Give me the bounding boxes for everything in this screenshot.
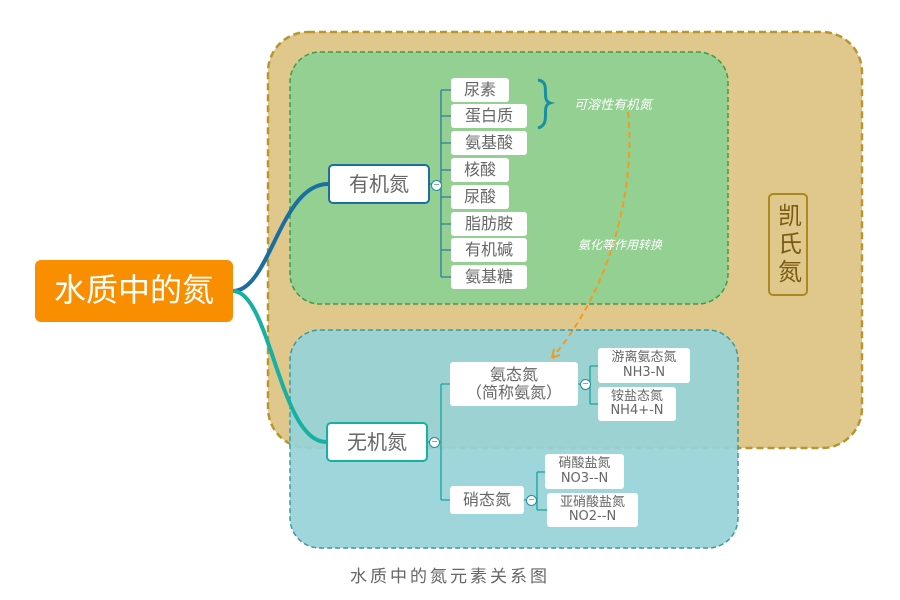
brace [537, 78, 556, 130]
organic-nitrogen-node[interactable]: 有机氮 [328, 164, 430, 204]
inorganic-nitrogen-node[interactable]: 无机氮 [326, 422, 428, 462]
formula: NO2--N [568, 509, 617, 524]
name: 硝酸盐氮 [558, 456, 611, 472]
organic-child[interactable]: 尿素 [451, 78, 509, 102]
free-ammonia-node[interactable]: 游离氨态氮 NH3-N [598, 348, 690, 383]
name: 铵盐态氮 [610, 388, 663, 404]
ammonia-label: 氨态氮 [489, 365, 538, 385]
conversion-arrow [551, 111, 631, 359]
organic-child[interactable]: 尿酸 [451, 185, 509, 209]
collapse-inorganic-icon[interactable]: − [429, 437, 440, 448]
nitrate-nitrogen-node[interactable]: 硝态氮 [450, 486, 524, 514]
organic-child[interactable]: 氨基酸 [451, 131, 527, 155]
formula: NH4+-N [610, 403, 664, 418]
organic-child[interactable]: 蛋白质 [451, 104, 527, 128]
soluble-organic-note: 可溶性有机氮 [574, 98, 653, 113]
collapse-ammonia-icon[interactable]: − [580, 379, 591, 390]
nitrate-salt-node[interactable]: 硝酸盐氮 NO3--N [545, 454, 624, 489]
organic-child[interactable]: 氨基糖 [451, 265, 527, 289]
name: 游离氨态氮 [611, 350, 677, 366]
conversion-note: 氨化等作用转换 [578, 238, 663, 252]
organic-child[interactable]: 脂肪胺 [451, 212, 527, 236]
organic-child[interactable]: 有机碱 [451, 238, 527, 262]
collapse-nitrate-icon[interactable]: − [526, 495, 537, 506]
root-to-organic [232, 182, 329, 293]
ammonium-node[interactable]: 铵盐态氮 NH4+-N [598, 387, 676, 421]
root-node[interactable]: 水质中的氮 [35, 260, 233, 322]
collapse-organic-icon[interactable]: − [431, 180, 442, 191]
formula: NO3--N [560, 470, 609, 486]
formula: NH3-N [622, 364, 666, 380]
ammonia-nitrogen-node[interactable]: 氨态氮 （简称氨氮） [450, 362, 578, 406]
organic-child[interactable]: 核酸 [451, 158, 509, 182]
kjeldahl-label: 凯氏氮 [768, 193, 808, 296]
nitrite-salt-node[interactable]: 亚硝酸盐氮 NO2--N [547, 493, 638, 527]
name: 亚硝酸盐氮 [559, 494, 625, 510]
ammonia-sub: （简称氨氮） [465, 383, 562, 402]
organic-cloud [289, 51, 729, 305]
caption: 水质中的氮元素关系图 [350, 567, 550, 587]
root-to-inorganic [232, 289, 327, 444]
